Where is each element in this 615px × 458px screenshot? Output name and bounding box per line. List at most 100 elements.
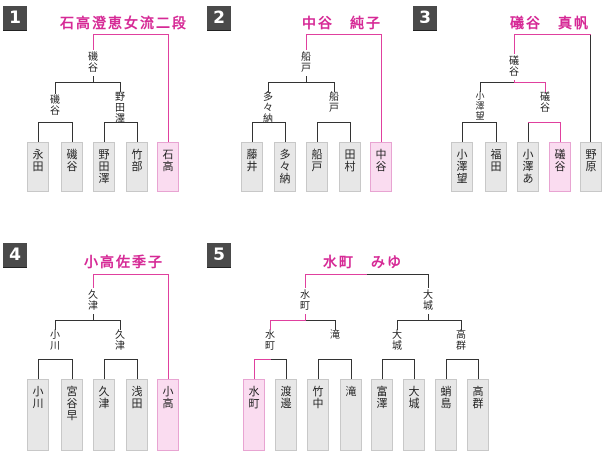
bracket-line bbox=[268, 82, 335, 83]
bracket-line bbox=[350, 122, 351, 142]
bracket-line bbox=[317, 122, 351, 123]
bracket-line bbox=[305, 320, 336, 321]
final-winner-label: 船戸 bbox=[301, 52, 311, 74]
bracket-line bbox=[38, 359, 73, 360]
player-box: 浅田 bbox=[126, 379, 148, 451]
semi-winner-label: 磯谷 bbox=[50, 95, 60, 117]
champion-name: 石高澄恵女流二段 bbox=[60, 16, 188, 32]
player-box: 竹中 bbox=[307, 379, 329, 451]
player-box: 宮谷早 bbox=[61, 379, 83, 451]
player-box: 大城 bbox=[403, 379, 425, 451]
bracket-line-winner bbox=[514, 34, 515, 54]
player-box: 野原 bbox=[580, 142, 602, 192]
bracket-line bbox=[306, 76, 307, 82]
bracket-line bbox=[137, 359, 138, 379]
bracket-line bbox=[528, 122, 529, 142]
bracket-line bbox=[462, 122, 497, 123]
bracket-line bbox=[428, 274, 429, 288]
bracket-line bbox=[137, 122, 138, 142]
bracket-line-winner bbox=[560, 122, 561, 142]
bracket-line bbox=[38, 359, 39, 379]
semi-winner-label: 滝 bbox=[330, 330, 340, 341]
bracket-line-winner bbox=[306, 34, 307, 50]
champion-name: 水町 みゆ bbox=[323, 255, 403, 271]
player-box: 高群 bbox=[467, 379, 489, 451]
bracket-line-winner bbox=[305, 274, 306, 288]
player-box: 福田 bbox=[485, 142, 507, 192]
player-box: 多々納 bbox=[274, 142, 296, 192]
final-winner-label: 大城 bbox=[423, 290, 433, 312]
bracket-line-winner bbox=[93, 34, 169, 35]
bracket-line-winner bbox=[254, 359, 271, 360]
bracket-line bbox=[480, 82, 481, 92]
player-box: 竹部 bbox=[126, 142, 148, 192]
bracket-line-winner bbox=[270, 320, 271, 330]
bracket-line bbox=[397, 320, 462, 321]
bracket-line bbox=[270, 359, 287, 360]
bracket-line bbox=[478, 359, 479, 379]
player-box: 小澤望 bbox=[451, 142, 473, 192]
bracket-line bbox=[496, 122, 497, 142]
bracket-line-winner bbox=[270, 320, 306, 321]
bracket-line bbox=[285, 122, 286, 142]
bracket-line-winner bbox=[305, 314, 306, 321]
player-box-winner: 石高 bbox=[157, 142, 179, 192]
bracket-line bbox=[462, 122, 463, 142]
semi-winner-label: 礒谷 bbox=[540, 92, 550, 114]
bracket-line-winner bbox=[514, 34, 591, 35]
bracket-line-winner bbox=[306, 34, 382, 35]
player-box: 小澤あ bbox=[517, 142, 539, 192]
final-winner-label: 久津 bbox=[88, 290, 98, 312]
bracket-line-winner bbox=[93, 274, 169, 275]
bracket-line bbox=[382, 359, 415, 360]
bracket-line-winner bbox=[93, 274, 94, 288]
bracket-line bbox=[72, 122, 73, 142]
bracket-line bbox=[104, 122, 105, 142]
champion-name: 礒谷 真帆 bbox=[510, 16, 590, 32]
player-box-winner: 中谷 bbox=[370, 142, 392, 192]
bracket-line-winner bbox=[305, 274, 367, 275]
player-box-winner: 小高 bbox=[157, 379, 179, 451]
bracket-line bbox=[335, 320, 336, 330]
bracket-line bbox=[334, 82, 335, 92]
bracket-line bbox=[382, 359, 383, 379]
player-box: 渡邊 bbox=[275, 379, 297, 451]
bracket-line bbox=[590, 34, 591, 142]
semi-winner-label: 水町 bbox=[265, 330, 275, 352]
bracket-line bbox=[446, 359, 479, 360]
bracket-line bbox=[55, 320, 56, 330]
bracket-line-winner bbox=[93, 34, 94, 50]
semi-winner-label: 大城 bbox=[392, 330, 402, 352]
bracket-line bbox=[268, 82, 269, 92]
bracket-line bbox=[104, 359, 105, 379]
player-box-winner: 水町 bbox=[243, 379, 265, 451]
bracket-number-badge: 3 bbox=[413, 6, 437, 31]
semi-winner-label: 久津 bbox=[115, 330, 125, 352]
bracket-line bbox=[461, 320, 462, 330]
semi-winner-label: 小川 bbox=[50, 330, 60, 352]
bracket-line bbox=[286, 359, 287, 379]
bracket-line bbox=[38, 122, 73, 123]
bracket-line bbox=[351, 359, 352, 379]
bracket-line-winner bbox=[254, 359, 255, 379]
player-box: 小川 bbox=[27, 379, 49, 451]
player-box: 藤井 bbox=[241, 142, 263, 192]
bracket-line bbox=[104, 122, 138, 123]
bracket-line bbox=[252, 122, 286, 123]
bracket-number-badge: 5 bbox=[207, 243, 231, 268]
final-winner-label: 磯谷 bbox=[88, 52, 98, 74]
bracket-number-badge: 4 bbox=[3, 243, 27, 268]
bracket-number-badge: 2 bbox=[207, 6, 231, 31]
semi-winner-label: 船戸 bbox=[329, 92, 339, 114]
player-box: 磯谷 bbox=[61, 142, 83, 192]
player-box: 蛸島 bbox=[435, 379, 457, 451]
final-winner-label: 水町 bbox=[300, 290, 310, 312]
bracket-line bbox=[120, 82, 121, 92]
bracket-number-badge: 1 bbox=[3, 6, 27, 31]
bracket-line bbox=[93, 76, 94, 82]
bracket-line bbox=[480, 82, 515, 83]
bracket-line bbox=[72, 359, 73, 379]
bracket-line-winner bbox=[168, 274, 169, 379]
champion-name: 中谷 純子 bbox=[302, 16, 382, 32]
bracket-line bbox=[104, 359, 138, 360]
